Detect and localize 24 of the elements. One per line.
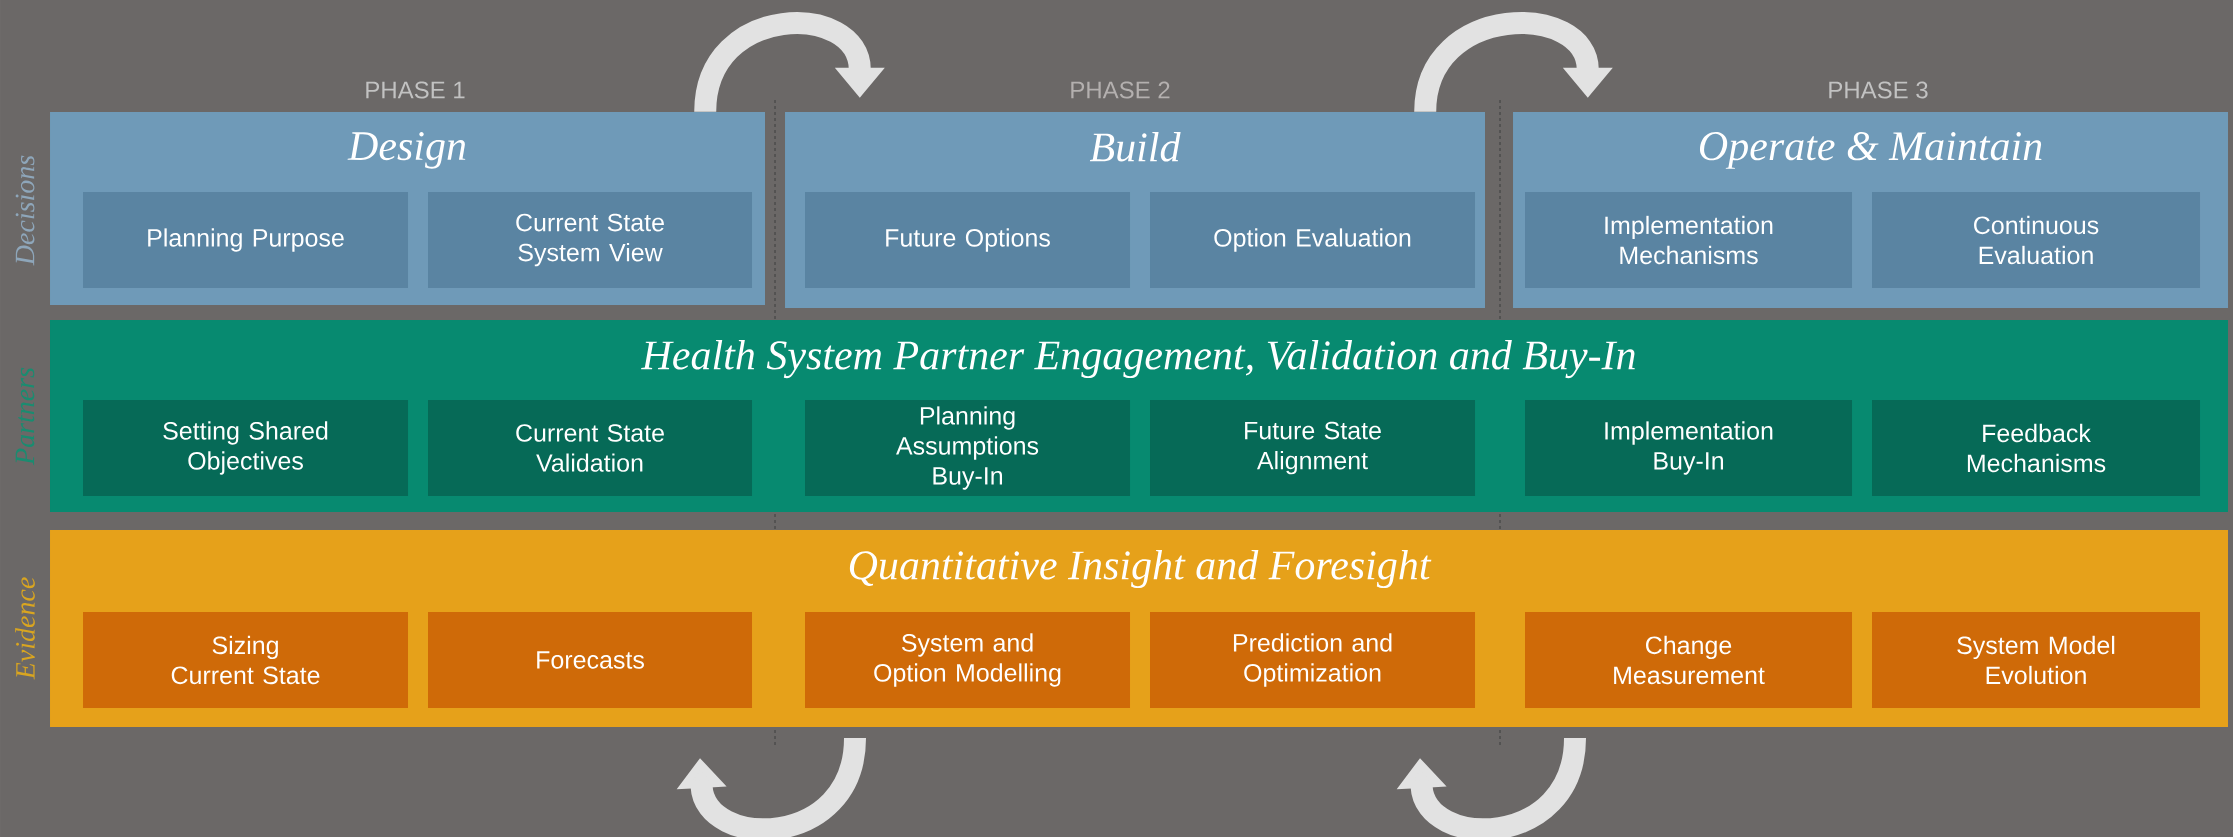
- step-box: Continuous Evaluation: [1872, 192, 2200, 288]
- row-label: Decisions: [15, 155, 35, 266]
- step-box: Current State System View: [428, 192, 752, 288]
- step-box: Implementation Mechanisms: [1525, 192, 1852, 288]
- phase-label: PHASE 1: [366, 81, 465, 99]
- row-label: Partners: [15, 367, 35, 466]
- step-box: Future Options: [805, 192, 1130, 288]
- step-box: Planning Assumptions Buy-In: [805, 400, 1130, 496]
- step-box: Setting Shared Objectives: [83, 400, 408, 496]
- step-box: Prediction and Optimization: [1150, 612, 1475, 708]
- step-box: System and Option Modelling: [805, 612, 1130, 708]
- step-box: Option Evaluation: [1150, 192, 1475, 288]
- step-box: Implementation Buy-In: [1525, 400, 1852, 496]
- step-box: Forecasts: [428, 612, 752, 708]
- step-box: Planning Purpose: [83, 192, 408, 288]
- step-box: System Model Evolution: [1872, 612, 2200, 708]
- row-label: Evidence: [15, 577, 35, 680]
- step-box: Feedback Mechanisms: [1872, 400, 2200, 496]
- step-box: Future State Alignment: [1150, 400, 1475, 496]
- step-box: Change Measurement: [1525, 612, 1852, 708]
- phase-label: PHASE 2: [1071, 81, 1170, 99]
- step-box: Current State Validation: [428, 400, 752, 496]
- phase-label: PHASE 3: [1829, 81, 1928, 99]
- step-box: Sizing Current State: [83, 612, 408, 708]
